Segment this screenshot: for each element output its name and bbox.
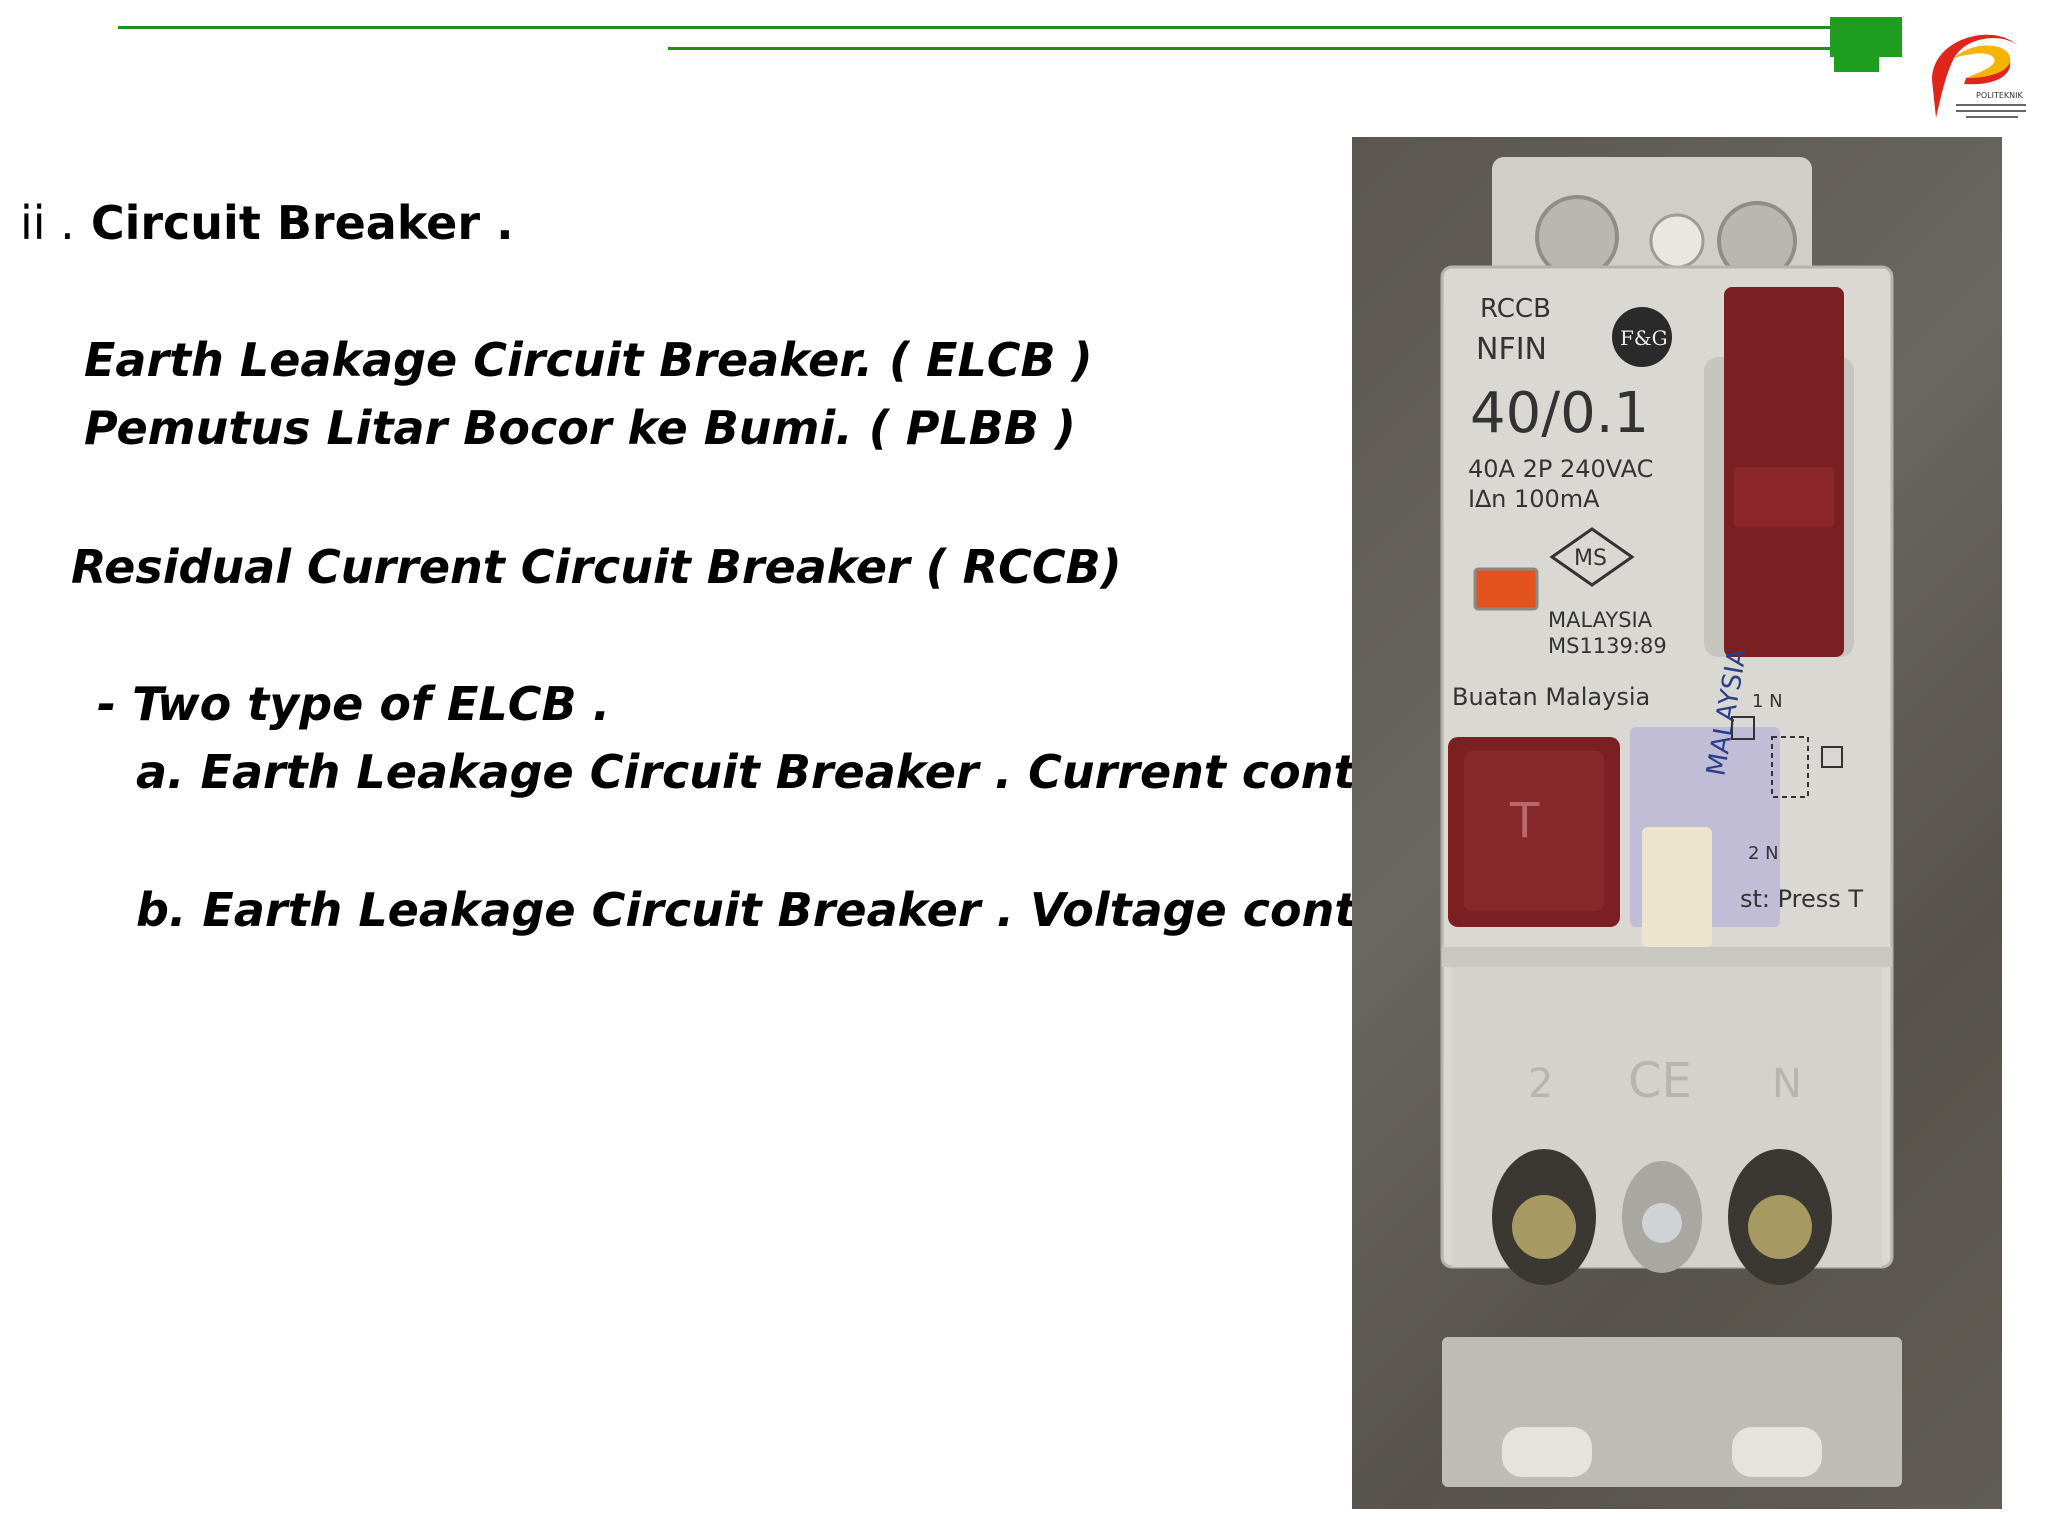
label-ms: MS <box>1574 546 1607 571</box>
label-rating: 40/0.1 <box>1470 381 1649 446</box>
politeknik-logo: POLITEKNIK <box>1914 18 2034 128</box>
slide-heading: ii . Circuit Breaker . <box>20 196 514 250</box>
label-terminal-left: 2 <box>1528 1061 1553 1107</box>
line-plbb: Pemutus Litar Bocor ke Bumi. ( PLBB ) <box>84 401 1076 455</box>
label-test-button: T <box>1509 793 1540 849</box>
list-item-b: b. Earth Leakage Circuit Breaker . Volta… <box>136 883 1444 937</box>
header-line-top <box>118 26 1838 29</box>
label-malaysia: MALAYSIA <box>1548 608 1653 632</box>
logo-wordmark: POLITEKNIK <box>1976 91 2023 100</box>
line-elcb: Earth Leakage Circuit Breaker. ( ELCB ) <box>84 333 1093 387</box>
heading-title: Circuit Breaker . <box>90 196 514 250</box>
label-standard: MS1139:89 <box>1548 634 1667 658</box>
label-terminal-small: 2 N <box>1748 843 1779 864</box>
label-spec2: I∆n 100mA <box>1468 485 1600 513</box>
label-terminal-top: 1 N <box>1752 691 1783 712</box>
label-brand: F&G <box>1620 326 1668 350</box>
rccb-photo: RCCB NFIN F&G 40/0.1 40A 2P 240VAC I∆n 1… <box>1352 137 2002 1509</box>
label-terminal-right: N <box>1772 1061 1802 1107</box>
header-green-block-lower <box>1834 30 1879 72</box>
label-spec1: 40A 2P 240VAC <box>1468 455 1653 483</box>
label-ce: CE <box>1628 1053 1692 1109</box>
line-types: - Two type of ELCB . <box>97 677 611 731</box>
line-rccb: Residual Current Circuit Breaker ( RCCB) <box>71 540 1122 594</box>
list-item-a: a. Earth Leakage Circuit Breaker . Curre… <box>136 745 1444 799</box>
label-nfin: NFIN <box>1476 332 1547 367</box>
label-rccb: RCCB <box>1480 294 1551 324</box>
heading-prefix: ii . <box>20 196 75 250</box>
label-test-text: st: Press T <box>1740 885 1863 913</box>
header-line-bottom <box>668 47 1838 50</box>
label-made-in: Buatan Malaysia <box>1452 683 1650 711</box>
